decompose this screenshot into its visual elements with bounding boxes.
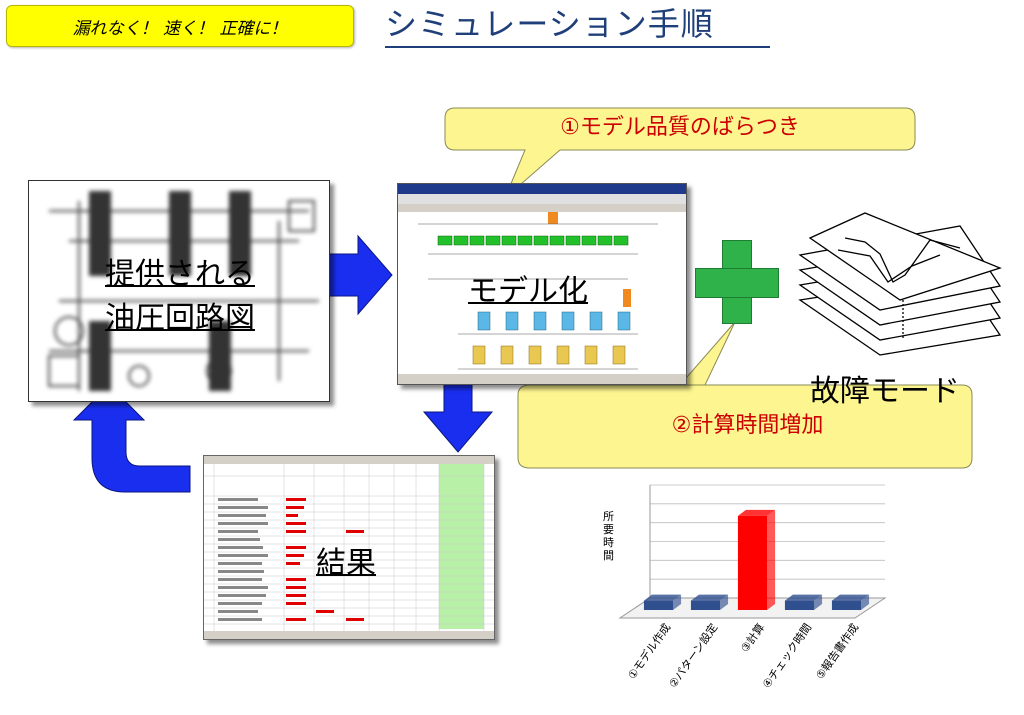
fault-mode-label: 故障モード	[810, 374, 960, 409]
fault-mode-sheets	[798, 212, 1002, 356]
callout-quality-bubble	[444, 107, 916, 199]
model-editor-window	[397, 183, 687, 385]
plus-icon-bar	[695, 268, 779, 298]
result-spreadsheet	[203, 455, 495, 640]
title-underline	[385, 46, 770, 48]
callout-quality-text: ①モデル品質のばらつき	[560, 115, 800, 140]
callout-time-text: ②計算時間増加	[671, 413, 824, 438]
model-label: モデル化	[468, 274, 588, 309]
tagline-text: 漏れなく！ 速く！ 正確に！	[72, 18, 288, 39]
circuit-drawing	[48, 191, 319, 391]
circuit-label-line1: 提供される	[105, 257, 255, 292]
chart-bar	[784, 594, 823, 610]
result-label: 結果	[316, 546, 376, 581]
circuit-label-line2: 油圧回路図	[105, 301, 255, 336]
bar-chart	[618, 484, 887, 619]
chart-bars	[643, 509, 870, 610]
hydraulic-circuit-diagram	[28, 180, 330, 402]
tagline-banner: 漏れなく！ 速く！ 正確に！	[6, 5, 354, 47]
window-titlebar	[398, 184, 686, 194]
chart-bar	[737, 509, 776, 610]
chart-ylabel: 所要時間	[603, 510, 614, 562]
callout-time-bubble	[517, 321, 973, 469]
spreadsheet-drawing	[204, 456, 494, 639]
circuit-label: 提供される 油圧回路図	[90, 253, 270, 341]
chart-bar	[831, 594, 870, 610]
arrow-to-result	[422, 374, 494, 453]
model-editor-drawing	[398, 184, 686, 384]
chart-bar	[643, 594, 682, 610]
chart-bar	[690, 594, 729, 610]
page-title: シミュレーション手順	[385, 5, 714, 43]
